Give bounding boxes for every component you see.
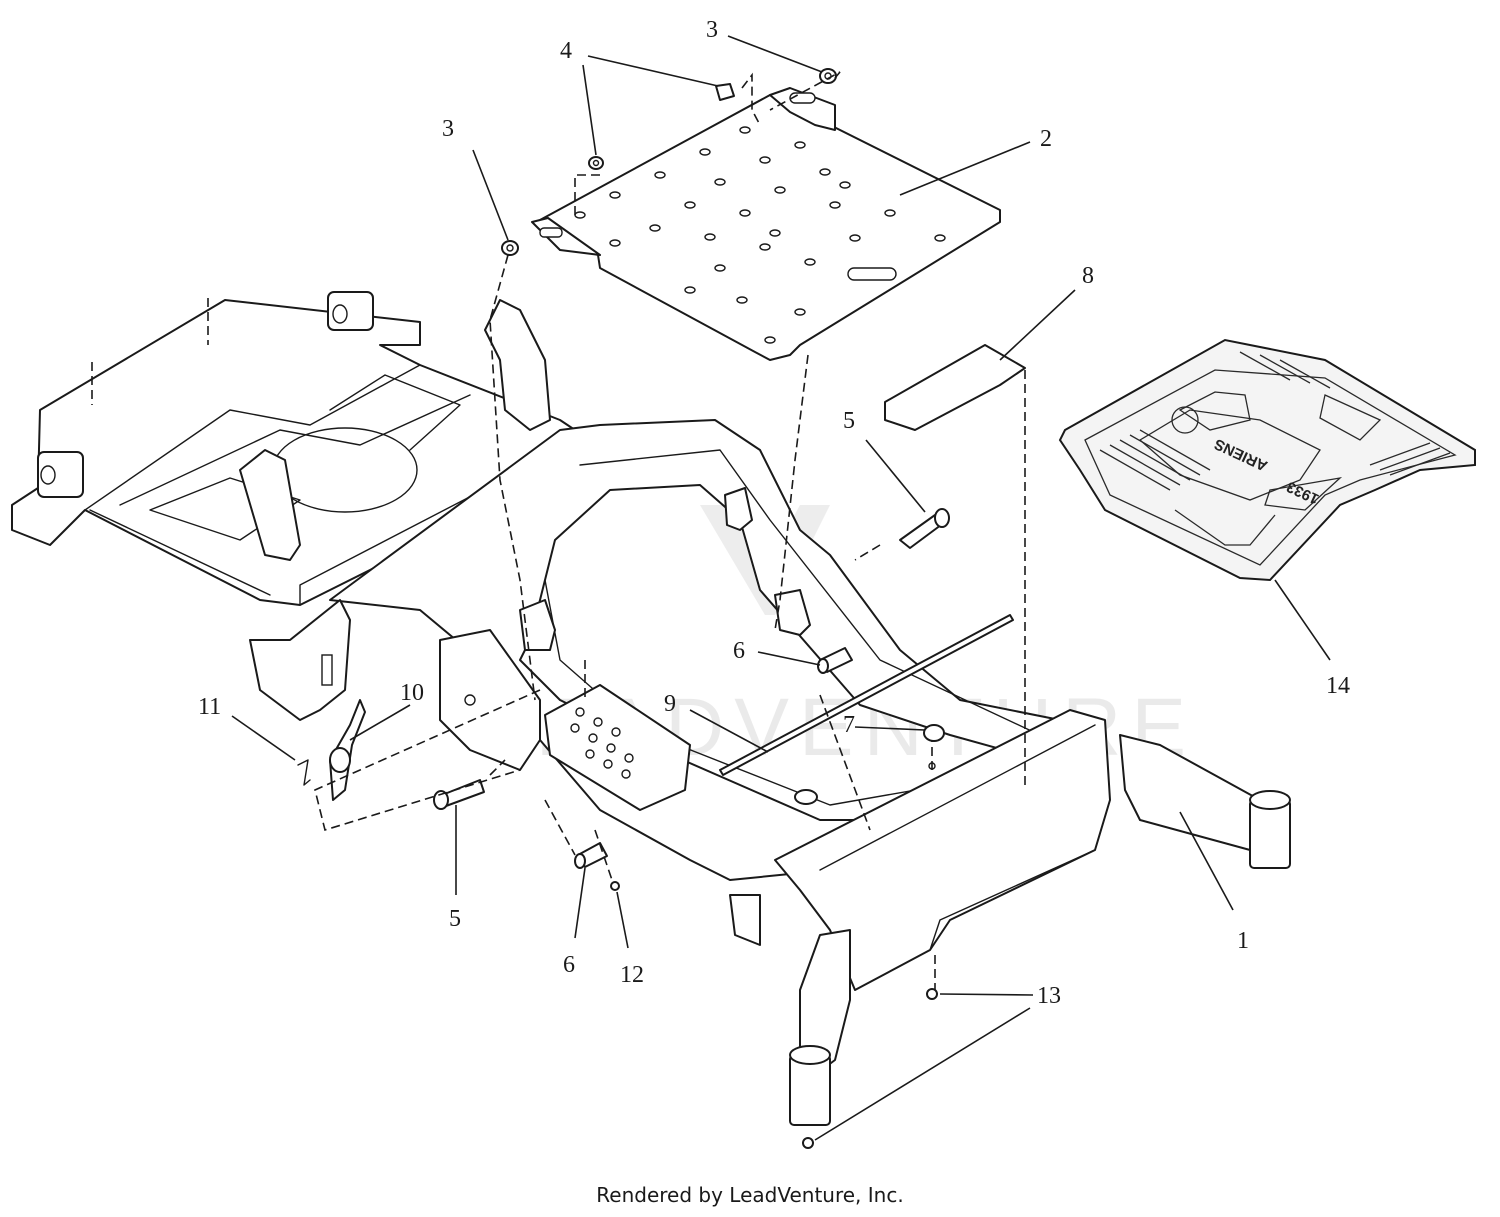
hardware-nuts — [501, 68, 837, 256]
callout-14: 14 — [1326, 673, 1350, 699]
callout-1: 1 — [1237, 928, 1249, 954]
callout-2: 2 — [1040, 126, 1052, 152]
foot-plate-holes — [570, 707, 634, 779]
callout-3-top: 3 — [706, 17, 718, 43]
footer-credit: Rendered by LeadVenture, Inc. — [596, 1183, 904, 1207]
spacers — [574, 647, 853, 869]
bolts — [433, 508, 950, 810]
mat-hatching — [1099, 351, 1451, 491]
floor-plate-holes — [574, 126, 946, 344]
small-nuts — [610, 881, 938, 1149]
floor-mat: ARIENS 1933 — [1058, 338, 1476, 582]
callout-6-right: 6 — [733, 638, 745, 664]
callout-3-left: 3 — [442, 116, 454, 142]
callout-6-left: 6 — [563, 952, 575, 978]
bumper — [923, 724, 945, 770]
gear-icon — [1171, 406, 1199, 434]
assembly-lines — [91, 71, 1026, 990]
main-frame — [11, 291, 1291, 1126]
callout-7: 7 — [843, 712, 855, 738]
pin-and-clip — [297, 699, 366, 801]
cover-plate — [884, 344, 1026, 431]
callout-9: 9 — [664, 691, 676, 717]
leader-lines — [231, 35, 1331, 1141]
callout-13: 13 — [1037, 983, 1061, 1009]
callout-5-right: 5 — [843, 408, 855, 434]
callout-12: 12 — [620, 962, 644, 988]
spacer-strip — [719, 614, 1014, 776]
callout-10: 10 — [400, 680, 424, 706]
callout-5-left: 5 — [449, 906, 461, 932]
callout-11: 11 — [198, 694, 221, 720]
floor-plate — [531, 87, 1001, 361]
callout-labels: 3 4 3 4 2 8 5 6 7 9 10 11 5 6 12 13 1 14 — [198, 17, 1350, 1009]
callout-8: 8 — [1082, 263, 1094, 289]
callout-4-top: 4 — [560, 38, 572, 64]
